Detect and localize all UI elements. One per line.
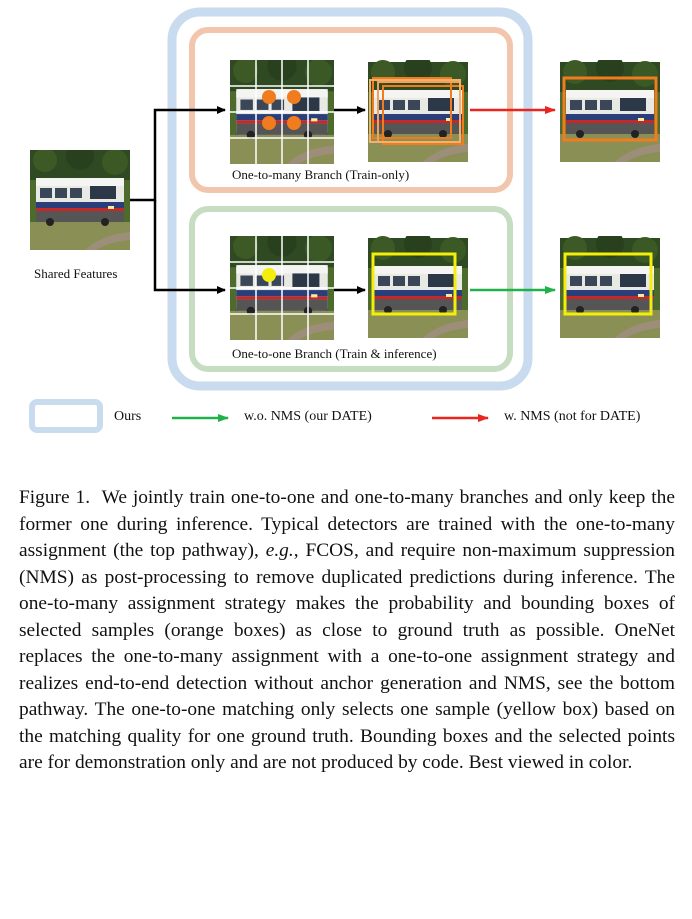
caption-text-part-2: , FCOS, and require non-maximum suppress… [19, 540, 675, 773]
ours-container [167, 7, 533, 391]
split-connector-lower [153, 200, 226, 294]
bottom-branch-label: One-to-one Branch (Train & inference) [232, 346, 437, 361]
top-multibox-image [368, 60, 468, 162]
caption-figure-label: Figure 1. [19, 487, 91, 508]
top-branch-label: One-to-many Branch (Train-only) [232, 167, 410, 182]
caption-eg: e.g. [265, 540, 294, 561]
shared-features-label: Shared Features [34, 266, 118, 281]
bottom-final-image [560, 236, 660, 338]
legend-red-label: w. NMS (not for DATE) [504, 409, 641, 424]
caption-text-part-1: We jointly train one-to-one and one-to-m… [19, 487, 675, 561]
top-final-image [560, 60, 660, 162]
figure-caption: Figure 1. We jointly train one-to-one an… [19, 485, 675, 777]
legend-ours-label: Ours [114, 409, 142, 424]
figure-diagram: Shared Features One-to-many Branch (Trai… [0, 0, 692, 445]
legend-green-label: w.o. NMS (our DATE) [244, 409, 372, 424]
shared-features-image [30, 150, 130, 250]
legend-ours-swatch [29, 399, 103, 433]
bottom-singlebox-image [368, 236, 468, 338]
top-grid-image [230, 60, 334, 164]
bottom-grid-image [230, 236, 334, 340]
split-connector [130, 106, 226, 202]
